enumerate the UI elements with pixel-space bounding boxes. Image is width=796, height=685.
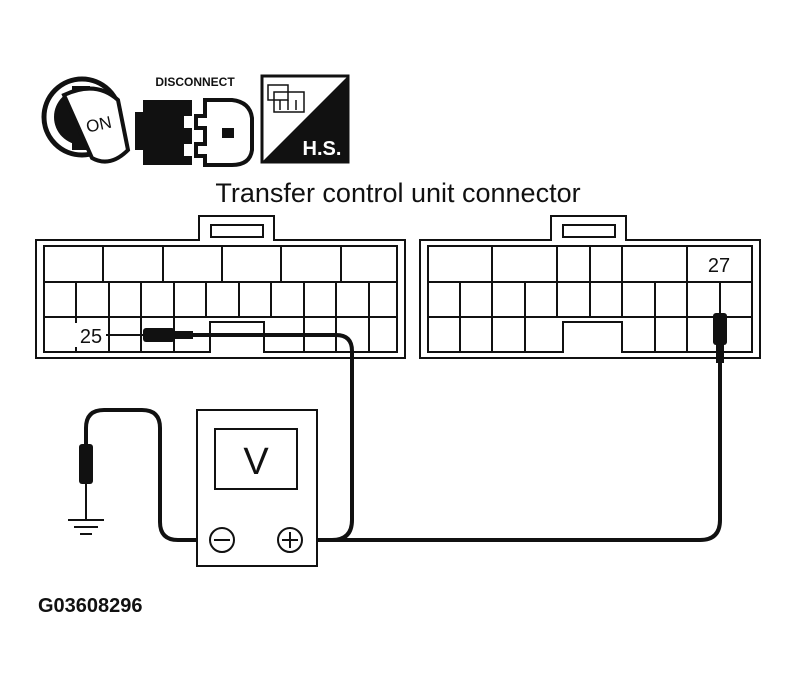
right-probe (713, 282, 727, 363)
positive-terminal-icon (277, 527, 303, 553)
voltmeter-label: V (243, 441, 269, 483)
disconnect-label: DISCONNECT (155, 75, 235, 89)
ground-probe (79, 444, 93, 510)
negative-lead-wire (84, 408, 208, 542)
figure-code: G03608296 (38, 595, 143, 617)
pin-27-label: 27 (708, 255, 730, 277)
disconnect-connector-icon: DISCONNECT (135, 75, 254, 167)
connector-title: Transfer control unit connector (215, 178, 580, 208)
voltmeter-icon: V (196, 409, 318, 567)
negative-terminal-icon (209, 527, 235, 553)
pin-25-label: 25 (80, 326, 102, 348)
right-connector (419, 215, 761, 359)
positive-lead-wire (193, 333, 722, 542)
hs-label: H.S. (303, 138, 342, 160)
left-probe (106, 328, 193, 342)
ignition-key-icon: ON (41, 76, 131, 164)
ignition-on-label: ON (84, 113, 113, 137)
ground-symbol-icon (68, 510, 104, 535)
harness-side-icon: H.S. (260, 74, 350, 164)
